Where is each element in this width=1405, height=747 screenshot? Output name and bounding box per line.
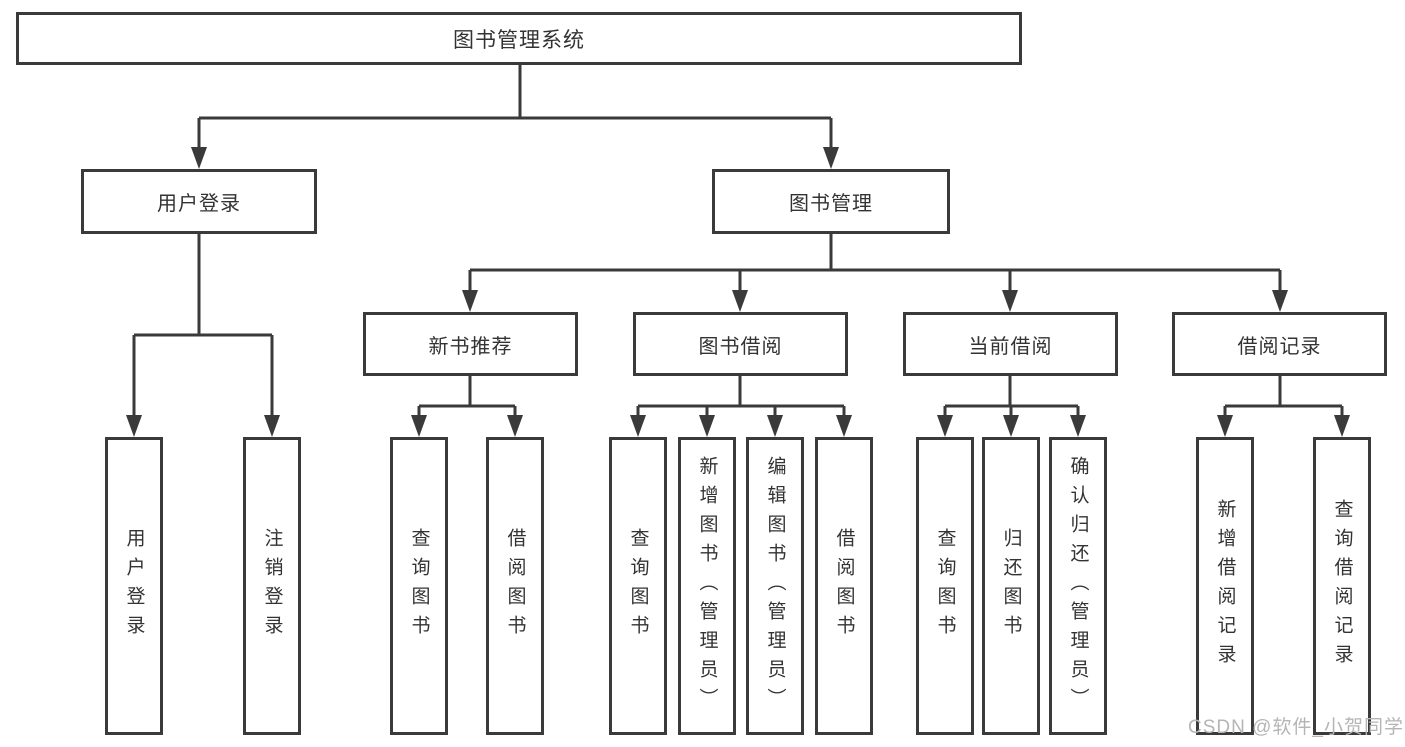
leaf-confirm-return-admin: 确认归还（管理员） xyxy=(1049,437,1107,735)
node-book-management: 图书管理 xyxy=(712,169,950,234)
node-new-book-recommendation-label: 新书推荐 xyxy=(428,335,513,358)
leaf-add-book-admin: 新增图书（管理员） xyxy=(678,437,736,735)
leaf-query-borrow-record: 查询借阅记录 xyxy=(1313,437,1371,735)
leaf-edit-book-admin: 编辑图书（管理员） xyxy=(746,437,804,735)
leaf-add-book-admin-label: 新增图书（管理员） xyxy=(696,455,718,717)
leaf-recommend-query-books: 查询图书 xyxy=(390,437,448,735)
node-borrowing-records: 借阅记录 xyxy=(1172,312,1387,376)
leaf-user-login: 用户登录 xyxy=(105,437,163,735)
leaf-logout: 注销登录 xyxy=(243,437,301,735)
leaf-recommend-borrow-books-label: 借阅图书 xyxy=(504,528,526,644)
leaf-borrowing-query-books-label: 查询图书 xyxy=(627,528,649,644)
leaf-confirm-return-admin-label: 确认归还（管理员） xyxy=(1067,455,1089,717)
leaf-current-query-books: 查询图书 xyxy=(916,437,974,735)
node-user-login-label: 用户登录 xyxy=(157,193,241,215)
leaf-recommend-query-books-label: 查询图书 xyxy=(408,528,430,644)
leaf-current-query-books-label: 查询图书 xyxy=(934,528,956,644)
node-user-login: 用户登录 xyxy=(81,169,317,234)
leaf-user-login-label: 用户登录 xyxy=(123,528,145,644)
leaf-add-borrow-record-label: 新增借阅记录 xyxy=(1214,499,1236,673)
leaf-logout-label: 注销登录 xyxy=(261,528,283,644)
node-new-book-recommendation: 新书推荐 xyxy=(363,312,578,376)
leaf-add-borrow-record: 新增借阅记录 xyxy=(1196,437,1254,735)
watermark-text: CSDN @软件_小贺同学 xyxy=(1188,717,1404,738)
leaf-borrowing-query-books: 查询图书 xyxy=(609,437,667,735)
leaf-query-borrow-record-label: 查询借阅记录 xyxy=(1331,499,1353,673)
node-system-root: 图书管理系统 xyxy=(16,12,1022,65)
node-current-borrowing: 当前借阅 xyxy=(903,312,1118,376)
node-borrowing-records-label: 借阅记录 xyxy=(1237,335,1322,358)
leaf-edit-book-admin-label: 编辑图书（管理员） xyxy=(764,455,786,717)
leaf-recommend-borrow-books: 借阅图书 xyxy=(486,437,544,735)
node-book-borrowing-label: 图书借阅 xyxy=(698,335,783,358)
leaf-return-book: 归还图书 xyxy=(982,437,1040,735)
node-book-borrowing: 图书借阅 xyxy=(633,312,848,376)
leaf-borrow-books: 借阅图书 xyxy=(815,437,873,735)
leaf-borrow-books-label: 借阅图书 xyxy=(833,528,855,644)
node-book-management-label: 图书管理 xyxy=(789,193,873,215)
node-system-root-label: 图书管理系统 xyxy=(453,28,585,52)
leaf-return-book-label: 归还图书 xyxy=(1000,528,1022,644)
node-current-borrowing-label: 当前借阅 xyxy=(968,335,1053,358)
